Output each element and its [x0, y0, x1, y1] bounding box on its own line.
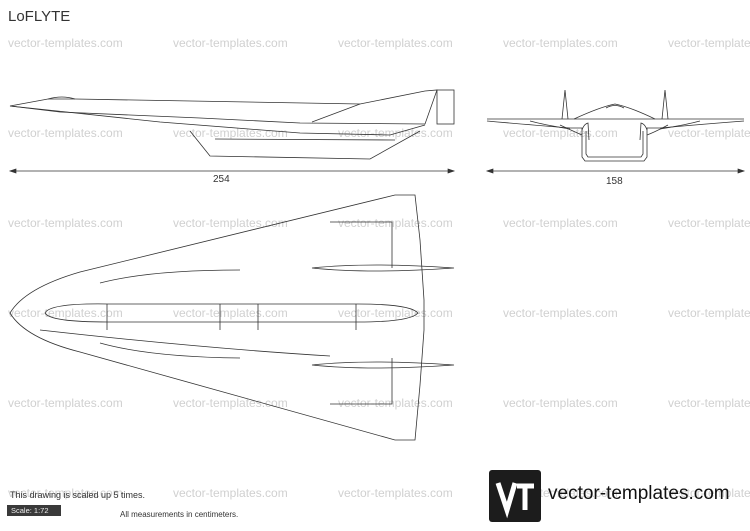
brand-name[interactable]: vector-templates.com	[548, 483, 730, 504]
scale-note: This drawing is scaled up 5 times.	[10, 490, 146, 500]
front-view	[486, 89, 745, 162]
length-dimension-label: 254	[213, 174, 230, 185]
dimension-lines	[8, 168, 746, 174]
drawing-title: LoFLYTE	[8, 8, 71, 25]
side-view	[9, 89, 455, 160]
top-view	[9, 194, 455, 441]
measurement-note: All measurements in centimeters.	[120, 510, 239, 519]
scale-badge: Scale: 1:72	[7, 505, 61, 516]
span-dimension-label: 158	[606, 176, 623, 187]
vt-logo-icon	[489, 470, 541, 522]
